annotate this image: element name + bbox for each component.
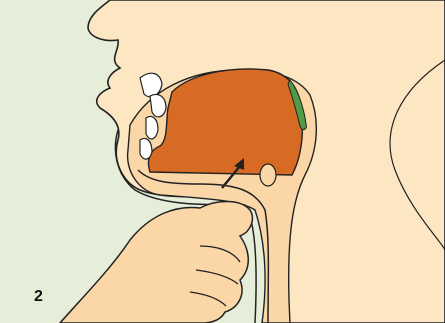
tooth	[146, 117, 158, 139]
panel-label: 2	[34, 288, 43, 306]
epiglottis	[260, 164, 276, 186]
tooth	[150, 95, 166, 117]
tooth	[140, 73, 162, 97]
tooth	[140, 139, 152, 160]
